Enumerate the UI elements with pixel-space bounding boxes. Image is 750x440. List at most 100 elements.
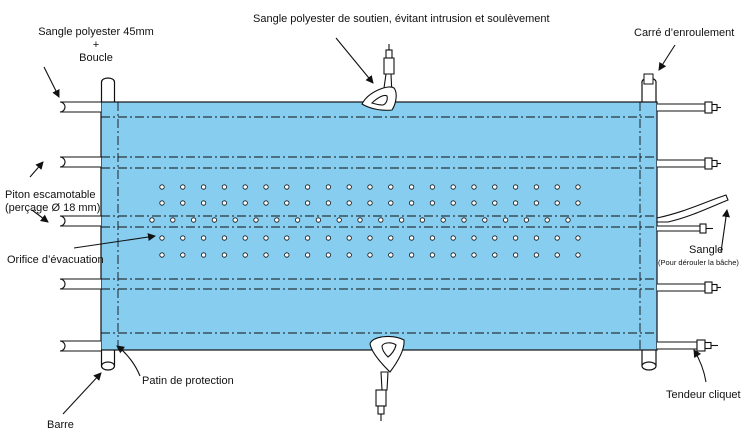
- drain-hole: [471, 252, 477, 258]
- drain-hole: [346, 252, 352, 258]
- label-strap-buckle-line1: Sangle polyester 45mm: [38, 26, 154, 38]
- drain-hole: [263, 235, 269, 241]
- label-retractable-peg: Piton escamotable (perçage Ø 18 mm): [5, 189, 100, 215]
- drain-hole: [180, 200, 186, 206]
- drain-hole: [471, 235, 477, 241]
- drain-hole: [512, 252, 519, 258]
- top-support-strap: [361, 44, 397, 111]
- drain-hole: [492, 235, 498, 241]
- drain-hole: [440, 217, 446, 223]
- drain-hole: [450, 200, 456, 206]
- arrow-unroll-strap: [720, 209, 730, 253]
- drain-hole: [482, 217, 488, 223]
- label-strap-note: (Pour dérouler la bâche): [658, 258, 739, 267]
- drain-hole: [180, 235, 186, 241]
- label-bar: Barre: [47, 419, 74, 431]
- drain-hole: [429, 235, 435, 241]
- drain-hole: [512, 184, 519, 190]
- drain-hole: [429, 184, 435, 190]
- drain-hole: [388, 235, 394, 241]
- drain-hole: [242, 184, 248, 190]
- label-strap-buckle: Sangle polyester 45mm + Boucle: [30, 26, 162, 65]
- drain-hole: [284, 184, 290, 190]
- callout-arrows: [29, 37, 730, 415]
- bottom-support-strap: [369, 335, 405, 421]
- drain-hole: [367, 235, 373, 241]
- drain-hole: [429, 200, 435, 206]
- drain-hole: [388, 184, 394, 190]
- drain-hole: [471, 200, 477, 206]
- drain-hole: [554, 184, 560, 190]
- drain-hole: [575, 252, 581, 258]
- drain-hole: [554, 252, 560, 258]
- drain-hole: [492, 200, 498, 206]
- drain-hole: [201, 184, 207, 190]
- drain-hole: [211, 217, 217, 223]
- drain-hole: [325, 200, 331, 206]
- drain-hole: [180, 184, 186, 190]
- drain-hole: [533, 252, 540, 258]
- drain-hole: [201, 235, 207, 241]
- arrow-bar: [62, 372, 102, 415]
- drain-hole: [544, 217, 550, 223]
- arrow-peg-upper: [29, 161, 44, 178]
- drain-hole: [221, 235, 227, 241]
- drain-hole: [346, 235, 352, 241]
- drain-hole: [325, 184, 331, 190]
- drain-hole: [398, 217, 405, 223]
- drain-hole: [367, 252, 373, 258]
- drain-hole: [242, 235, 248, 241]
- drain-hole: [367, 184, 373, 190]
- drain-hole: [357, 217, 363, 223]
- label-winding-square: Carré d’enroulement: [634, 27, 735, 39]
- drain-hole: [253, 217, 259, 223]
- arrow-ratchet: [693, 349, 707, 383]
- drain-hole: [304, 184, 311, 190]
- arrow-peg-lower: [31, 209, 49, 223]
- drain-hole: [159, 200, 165, 206]
- drain-hole: [274, 217, 280, 223]
- drain-hole: [554, 200, 560, 206]
- drain-hole: [284, 252, 290, 258]
- drain-hole: [315, 217, 321, 223]
- drain-hole: [512, 200, 519, 206]
- drain-hole: [201, 200, 207, 206]
- tarp-strap-lines: [101, 102, 657, 350]
- arrow-strap-buckle: [43, 66, 60, 98]
- drain-hole: [378, 217, 384, 223]
- drain-hole: [263, 252, 269, 258]
- drain-hole: [232, 217, 238, 223]
- drain-hole: [492, 252, 498, 258]
- drain-hole: [408, 235, 415, 241]
- drain-hole: [492, 184, 498, 190]
- drain-hole: [304, 252, 311, 258]
- label-strap-buckle-line2: +: [92, 39, 100, 51]
- label-drain-hole: Orifice d’évacuation: [7, 254, 104, 266]
- drain-hole: [221, 184, 227, 190]
- label-strap: Sangle: [689, 244, 724, 256]
- drain-hole: [149, 217, 155, 223]
- drain-hole: [388, 200, 394, 206]
- label-protection-pad: Patin de protection: [142, 375, 234, 387]
- label-retractable-peg-line2: (perçage Ø 18 mm): [5, 202, 101, 214]
- drain-hole: [170, 217, 176, 223]
- drain-hole: [512, 235, 519, 241]
- arrow-protection-pad: [116, 345, 141, 377]
- drain-hole: [242, 200, 248, 206]
- drain-hole: [461, 217, 467, 223]
- drain-hole: [201, 252, 207, 258]
- unroll-strap: [656, 194, 729, 234]
- drain-hole: [575, 235, 581, 241]
- drain-hole: [554, 235, 560, 241]
- drain-hole: [159, 235, 165, 241]
- drain-hole: [533, 235, 540, 241]
- drain-hole: [263, 200, 269, 206]
- arrow-support-strap: [335, 37, 374, 84]
- drain-hole: [242, 252, 248, 258]
- drain-hole: [346, 184, 352, 190]
- tarp: [100, 101, 658, 351]
- drain-hole: [575, 184, 581, 190]
- label-support-strap: Sangle polyester de soutien, évitant int…: [253, 13, 550, 25]
